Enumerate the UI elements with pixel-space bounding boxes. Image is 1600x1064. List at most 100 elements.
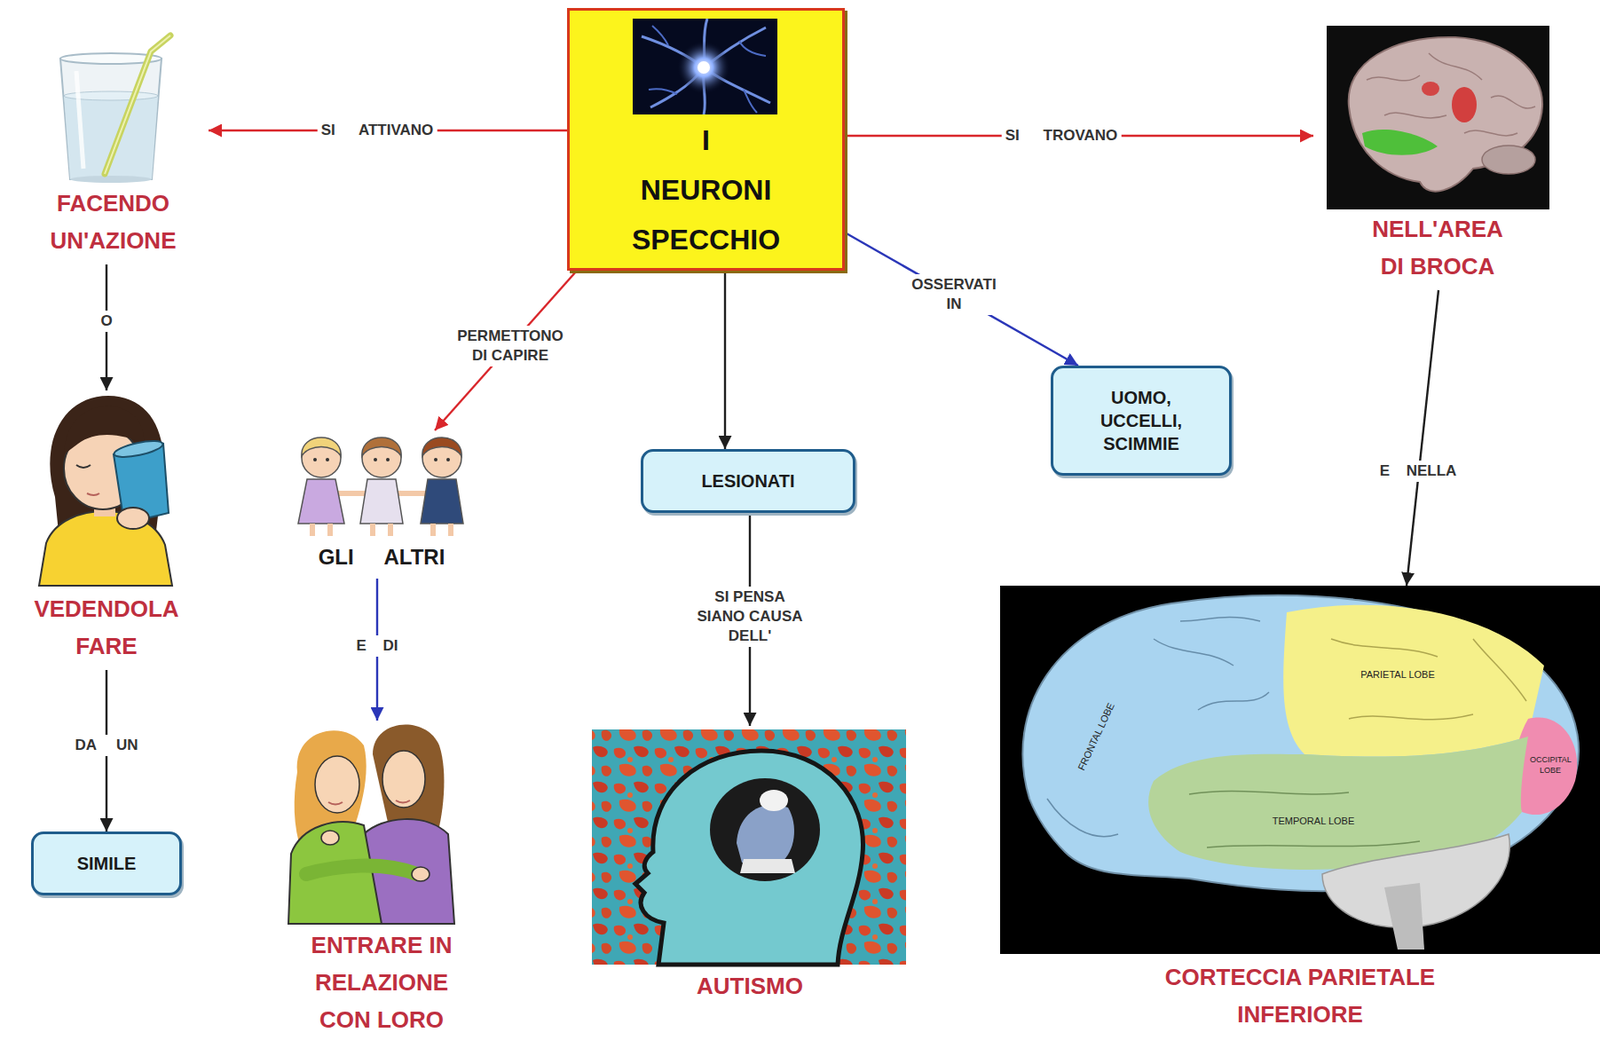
autism-picture (591, 729, 907, 965)
concept-text: LESIONATI (664, 469, 832, 493)
autism-picture (591, 729, 907, 965)
brain-lobes-picture (1000, 585, 1600, 954)
concept-text: CORTECCIA PARIETALE INFERIORE (1122, 958, 1478, 1033)
children-picture (433, 457, 438, 462)
concept-text: ENTRARE IN RELAZIONE CON LORO (297, 926, 466, 1039)
concept-text: NELL'AREA DI BROCA (1364, 210, 1512, 285)
concept-text: UOMO, UCCELLI, SCIMMIE (1083, 386, 1199, 456)
children-picture (301, 438, 341, 478)
broca-brain-picture (1451, 86, 1477, 123)
children-picture (386, 457, 390, 462)
connector-label: E DI (352, 635, 402, 657)
concept-text: VEDENDOLA FARE (17, 590, 196, 665)
picture-concept: FACENDO UN'AZIONE (17, 26, 209, 265)
children-picture (422, 438, 462, 478)
connector-label: DA UN (70, 734, 142, 757)
broca-brain-picture (1326, 25, 1550, 210)
lobe-name: TEMPORAL LOBE (1272, 815, 1356, 827)
children-picture (362, 437, 402, 457)
hugging-friends-picture (288, 725, 455, 924)
central-concept-box: I NEURONI SPECCHIO (567, 7, 845, 271)
connector-label: E NELLA (1376, 460, 1461, 482)
neuron-picture (641, 18, 771, 115)
children-picture (298, 479, 345, 524)
brain-lobes-picture (1384, 882, 1425, 950)
connector-label: PERMETTONO DI CAPIRE (449, 325, 572, 367)
children-picture (433, 523, 451, 536)
children-picture (325, 457, 330, 462)
girl-drinking-picture (76, 465, 91, 468)
glass-picture (76, 70, 84, 169)
children-picture (362, 438, 402, 478)
hugging-friends-picture (382, 750, 426, 808)
broca-brain-picture (1348, 37, 1543, 192)
concept-text: GLI ALTRI (283, 541, 480, 574)
picture-concept: AUTISMO (585, 725, 915, 1010)
brain-lobes-picture (1283, 605, 1545, 757)
picture-concept: GLI ALTRI (279, 430, 484, 579)
girl-drinking-picture (117, 507, 150, 529)
connector-label: SI ATTIVANO (317, 119, 438, 142)
lobe-name: FRONTAL LOBE (1075, 701, 1117, 773)
concept-text: FACENDO UN'AZIONE (24, 184, 203, 260)
broca-brain-picture (1421, 81, 1440, 96)
hugging-friends-picture (411, 866, 430, 882)
glass-picture (104, 35, 171, 174)
connector-arrow (1406, 290, 1439, 586)
children-picture (420, 479, 464, 524)
girl-drinking-picture (86, 493, 100, 496)
children-picture (313, 457, 317, 462)
autism-picture (740, 859, 796, 874)
concept-text: AUTISMO (599, 967, 901, 1005)
concept-text: SIMILE (55, 851, 158, 875)
hugging-friends-picture (328, 800, 410, 805)
picture-concept: CORTECCIA PARIETALE INFERIORE (1000, 585, 1600, 1039)
brain-lobes-picture (1000, 585, 1600, 954)
children-picture (312, 523, 331, 536)
connector-label: SI TROVANO (1001, 125, 1122, 147)
picture-concept: ENTRARE IN RELAZIONE CON LORO (266, 720, 497, 1044)
connector-arrow (844, 232, 1079, 366)
neuron-picture (677, 40, 731, 95)
concept-box: UOMO, UCCELLI, SCIMMIE (1050, 365, 1232, 476)
broca-brain-picture (1326, 25, 1550, 210)
glass-picture (60, 35, 171, 183)
girl-drinking-picture (112, 437, 165, 460)
brain-lobes-picture (1047, 617, 1269, 837)
children-picture (422, 437, 462, 457)
autism-picture (736, 804, 795, 863)
glass-picture (70, 175, 152, 183)
broca-brain-picture (1366, 53, 1536, 136)
neuron-picture (648, 25, 766, 113)
neuron-picture (632, 18, 778, 115)
autism-picture (759, 789, 789, 812)
girl-drinking-picture (39, 511, 173, 586)
connector-label: OSSERVATI IN (904, 274, 1005, 316)
children-picture (298, 437, 464, 536)
children-picture (373, 457, 378, 462)
connector-label: O (96, 310, 116, 332)
neuron-picture (697, 61, 710, 74)
children-picture (372, 523, 391, 536)
hugging-friends-picture (321, 830, 339, 845)
picture-concept: NELL'AREA DI BROCA (1313, 22, 1562, 291)
autism-picture (635, 750, 864, 965)
picture-concept: VEDENDOLA FARE (13, 390, 200, 670)
connector-arrow (434, 270, 577, 431)
neuron-picture (632, 18, 778, 115)
girl-drinking-picture (39, 395, 173, 586)
brain-lobes-picture (1331, 638, 1527, 720)
connector-label: SI PENSA SIANO CAUSA DELL' (689, 586, 811, 647)
lobe-name: PARIETAL LOBE (1360, 669, 1435, 680)
concept-box: SIMILE (31, 831, 182, 896)
connector-arrow (724, 270, 726, 450)
brain-lobes-picture (1189, 790, 1420, 848)
autism-picture (709, 778, 820, 882)
broca-brain-picture (1362, 129, 1438, 156)
lobe-name: OCCIPITAL LOBE (1529, 754, 1571, 776)
hugging-friends-picture (306, 866, 418, 875)
concept-text: I NEURONI SPECCHIO (631, 115, 781, 265)
concept-box: LESIONATI (640, 449, 856, 513)
